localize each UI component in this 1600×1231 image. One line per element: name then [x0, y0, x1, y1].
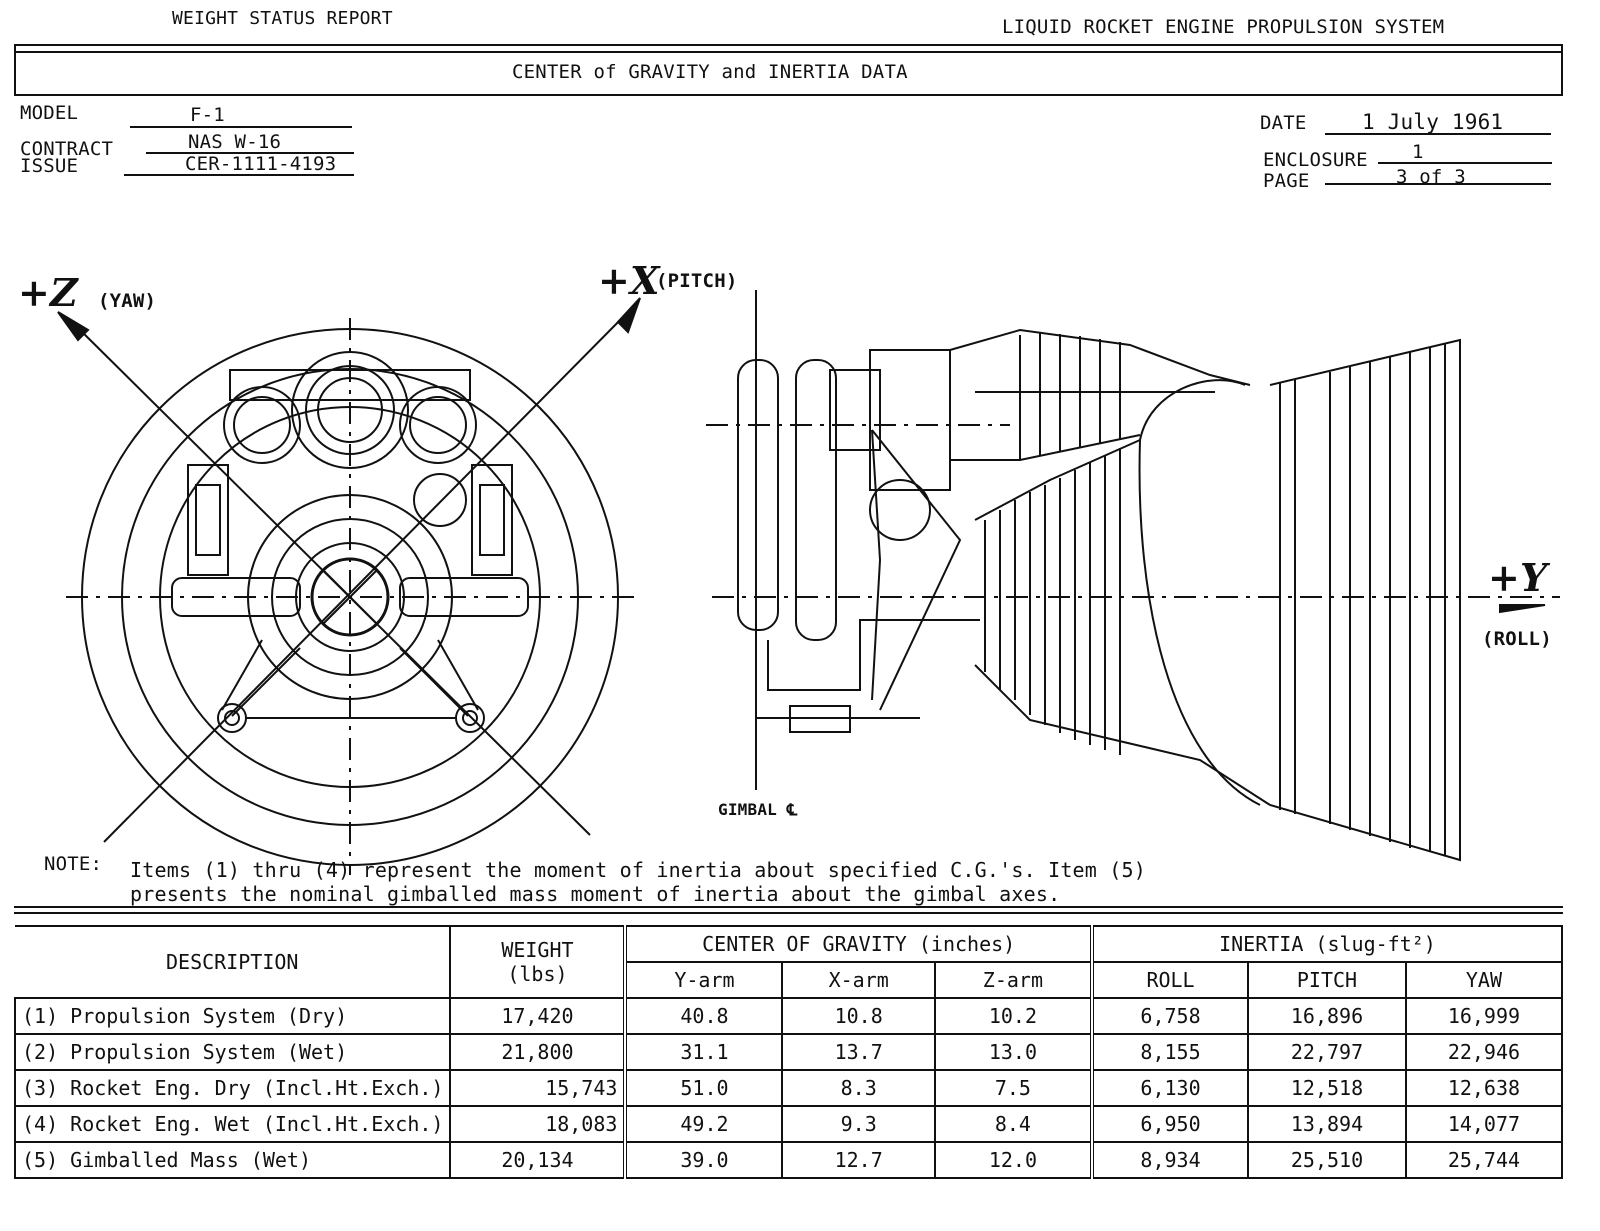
date-label: DATE [1260, 112, 1307, 134]
row-x-arm: 8.3 [781, 1069, 936, 1107]
row-roll: 6,758 [1089, 997, 1250, 1035]
row-yaw: 25,744 [1404, 1141, 1564, 1179]
x-axis-label: +X [598, 258, 660, 303]
row-description: (3) Rocket Eng. Dry (Incl.Ht.Exch.) [13, 1069, 452, 1107]
row-x-arm: 9.3 [781, 1105, 936, 1143]
header-inertia-group: INERTIA (slug-ft²) [1089, 925, 1564, 963]
pitch-label: (PITCH) [656, 270, 738, 292]
y-axis-label: +Y [1488, 555, 1548, 600]
row-weight: 17,420 [449, 997, 627, 1035]
section-title: CENTER of GRAVITY and INERTIA DATA [512, 61, 908, 83]
table-row: (5) Gimballed Mass (Wet) 20,134 39.0 12.… [13, 1141, 1564, 1179]
row-description: (1) Propulsion System (Dry) [13, 997, 452, 1035]
row-y-arm: 51.0 [623, 1069, 784, 1107]
header-z-arm: Z-arm [933, 961, 1093, 999]
header-description: DESCRIPTION [15, 925, 452, 999]
rule-left [14, 44, 16, 96]
rule-right [1561, 44, 1563, 96]
header-roll: ROLL [1089, 961, 1250, 999]
rule-table-top-1 [14, 906, 1563, 908]
date-underline [1325, 133, 1551, 135]
row-yaw: 12,638 [1404, 1069, 1564, 1107]
enclosure-value: 1 [1412, 141, 1424, 163]
z-axis-label: +Z [18, 270, 78, 315]
contract-underline [146, 152, 354, 154]
row-roll: 6,950 [1089, 1105, 1250, 1143]
issue-underline [124, 174, 354, 176]
roll-label: (ROLL) [1482, 628, 1552, 650]
row-roll: 8,934 [1089, 1141, 1250, 1179]
table-row: (4) Rocket Eng. Wet (Incl.Ht.Exch.) 18,0… [13, 1105, 1564, 1143]
row-pitch: 13,894 [1247, 1105, 1407, 1143]
row-y-arm: 39.0 [623, 1141, 784, 1179]
side-view [706, 290, 1560, 862]
engine-drawing [57, 290, 1560, 875]
gimbal-label: GIMBAL ℄ [718, 800, 798, 819]
header-weight-unit: (lbs) [507, 962, 568, 986]
row-pitch: 25,510 [1247, 1141, 1407, 1179]
row-yaw: 14,077 [1404, 1105, 1564, 1143]
row-x-arm: 10.8 [781, 997, 936, 1035]
report-title: WEIGHT STATUS REPORT [172, 8, 393, 29]
header-y-arm: Y-arm [623, 961, 784, 999]
enclosure-label: ENCLOSURE [1263, 149, 1368, 171]
table-row: (1) Propulsion System (Dry) 17,420 40.8 … [13, 997, 1564, 1035]
row-z-arm: 7.5 [933, 1069, 1093, 1107]
row-description: (4) Rocket Eng. Wet (Incl.Ht.Exch.) [13, 1105, 452, 1143]
row-weight: 20,134 [449, 1141, 627, 1179]
page-label: PAGE [1263, 170, 1310, 192]
row-description: (2) Propulsion System (Wet) [13, 1033, 452, 1071]
row-y-arm: 49.2 [623, 1105, 784, 1143]
note-line-1: Items (1) thru (4) represent the moment … [130, 858, 1147, 882]
issue-value: CER-1111-4193 [185, 153, 337, 175]
date-value: 1 July 1961 [1362, 110, 1504, 134]
rule-top-2 [14, 51, 1563, 53]
row-yaw: 22,946 [1404, 1033, 1564, 1071]
row-z-arm: 12.0 [933, 1141, 1093, 1179]
row-y-arm: 31.1 [623, 1033, 784, 1071]
table-row: (2) Propulsion System (Wet) 21,800 31.1 … [13, 1033, 1564, 1071]
header-x-arm: X-arm [781, 961, 936, 999]
yaw-label: (YAW) [98, 290, 157, 312]
row-pitch: 12,518 [1247, 1069, 1407, 1107]
cg-inertia-table: DESCRIPTION WEIGHT (lbs) CENTER OF GRAVI… [13, 925, 1564, 1179]
enclosure-underline [1378, 162, 1552, 164]
model-label: MODEL [20, 102, 79, 124]
rule-section [14, 94, 1563, 96]
contract-label: CONTRACT [20, 138, 114, 160]
page-value: 3 of 3 [1396, 166, 1466, 188]
front-view [57, 297, 641, 875]
model-underline [130, 126, 352, 128]
note-label: NOTE: [44, 853, 103, 875]
header-cg-group: CENTER OF GRAVITY (inches) [623, 925, 1093, 963]
row-roll: 8,155 [1089, 1033, 1250, 1071]
row-description: (5) Gimballed Mass (Wet) [13, 1141, 452, 1179]
issue-label: ISSUE [20, 155, 79, 177]
row-weight: 18,083 [449, 1105, 627, 1143]
row-z-arm: 10.2 [933, 997, 1093, 1035]
note-line-2: presents the nominal gimballed mass mome… [130, 882, 1061, 906]
row-weight: 21,800 [449, 1033, 627, 1071]
system-title: LIQUID ROCKET ENGINE PROPULSION SYSTEM [1002, 16, 1445, 38]
row-x-arm: 13.7 [781, 1033, 936, 1071]
page-underline [1325, 183, 1551, 185]
row-x-arm: 12.7 [781, 1141, 936, 1179]
row-weight: 15,743 [449, 1069, 627, 1107]
row-z-arm: 8.4 [933, 1105, 1093, 1143]
row-z-arm: 13.0 [933, 1033, 1093, 1071]
header-weight-label: WEIGHT [501, 938, 574, 962]
row-roll: 6,130 [1089, 1069, 1250, 1107]
contract-value: NAS W-16 [188, 131, 282, 153]
row-yaw: 16,999 [1404, 997, 1564, 1035]
header-weight: WEIGHT (lbs) [449, 925, 627, 999]
rule-top-1 [14, 44, 1563, 46]
row-y-arm: 40.8 [623, 997, 784, 1035]
row-pitch: 16,896 [1247, 997, 1407, 1035]
rule-table-top-2 [14, 912, 1563, 914]
header-pitch: PITCH [1247, 961, 1407, 999]
row-pitch: 22,797 [1247, 1033, 1407, 1071]
table-row: (3) Rocket Eng. Dry (Incl.Ht.Exch.) 15,7… [13, 1069, 1564, 1107]
model-value: F-1 [190, 104, 225, 126]
header-yaw: YAW [1404, 961, 1564, 999]
